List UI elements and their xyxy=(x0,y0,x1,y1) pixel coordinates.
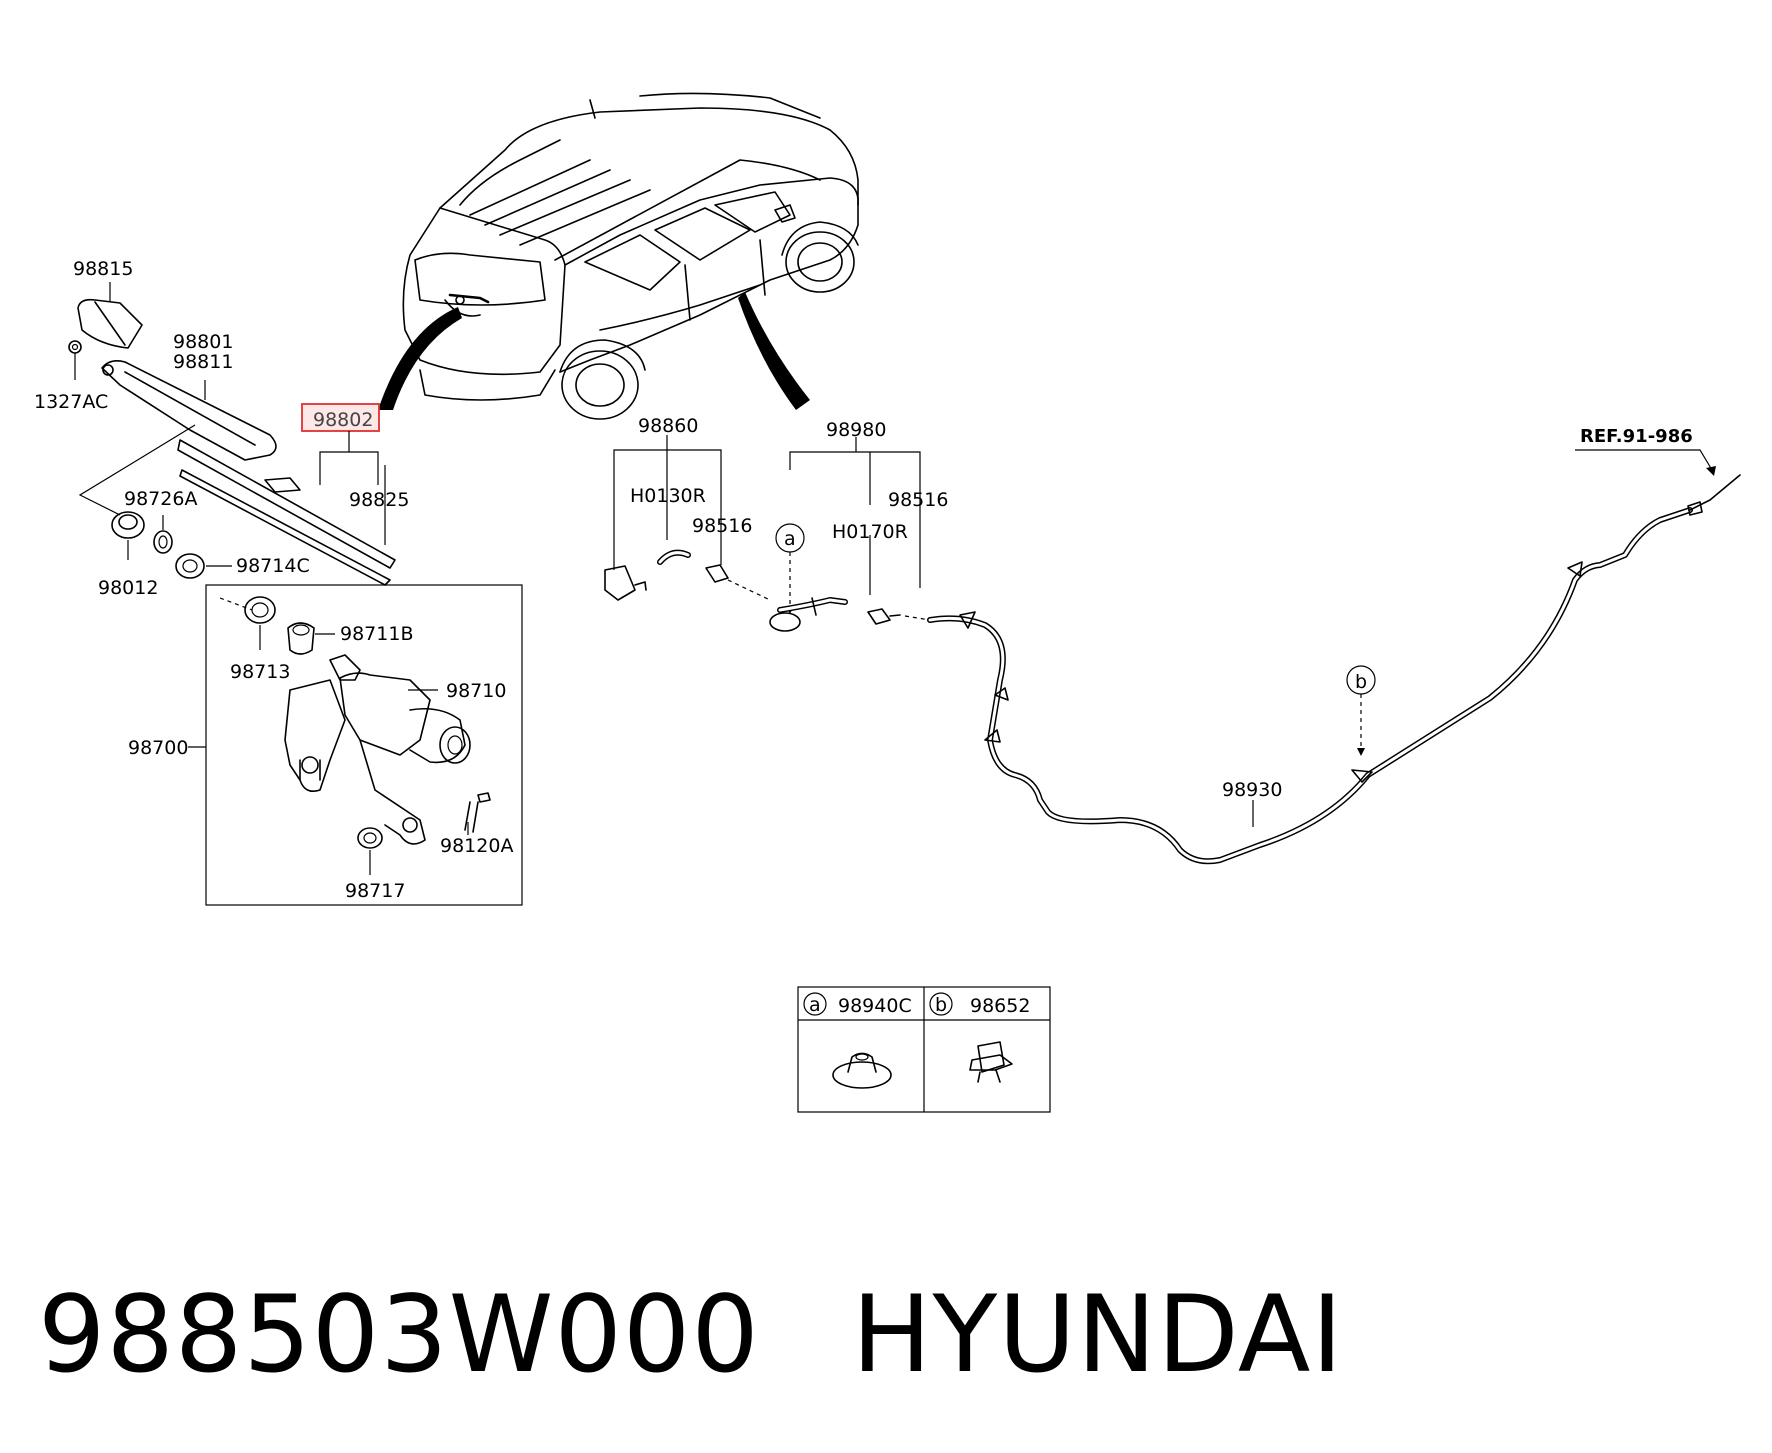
wiper-arm-group xyxy=(68,282,396,586)
label-98516-left: 98516 xyxy=(692,515,752,537)
label-98726A: 98726A xyxy=(124,488,197,510)
label-98980: 98980 xyxy=(826,419,886,441)
label-98713: 98713 xyxy=(230,661,290,683)
label-98811: 98811 xyxy=(173,351,233,373)
label-98802: 98802 xyxy=(313,409,373,431)
legend-a-part: 98940C xyxy=(838,995,912,1017)
footer-caption: 988503W000 HYUNDAI xyxy=(38,1270,1344,1400)
ref-label: REF.91-986 xyxy=(1580,426,1693,447)
legend-table xyxy=(797,986,1051,1113)
label-98815: 98815 xyxy=(73,258,133,280)
label-H0130R: H0130R xyxy=(630,485,706,507)
wiper-motor-group xyxy=(188,584,523,906)
label-98710: 98710 xyxy=(446,680,506,702)
label-98860: 98860 xyxy=(638,415,698,437)
legend-b-letter: b xyxy=(935,994,947,1016)
label-98714C: 98714C xyxy=(236,555,310,577)
washer-nozzle-group xyxy=(604,435,931,632)
washer-hose-98930 xyxy=(927,449,1741,865)
label-H0170R: H0170R xyxy=(832,521,908,543)
label-98801: 98801 xyxy=(173,331,233,353)
footer-part-number: 988503W000 xyxy=(38,1273,760,1396)
vehicle-illustration xyxy=(378,92,859,420)
label-1327AC: 1327AC xyxy=(34,391,108,413)
footer-brand: HYUNDAI xyxy=(851,1273,1344,1396)
label-98825: 98825 xyxy=(349,489,409,511)
label-98930: 98930 xyxy=(1222,779,1282,801)
label-98700: 98700 xyxy=(128,737,188,759)
callout-a: a xyxy=(784,528,796,550)
legend-a-letter: a xyxy=(809,994,821,1016)
label-98516-right: 98516 xyxy=(888,489,948,511)
label-98717: 98717 xyxy=(345,880,405,902)
label-98012: 98012 xyxy=(98,577,158,599)
label-98120A: 98120A xyxy=(440,835,513,857)
legend-b-part: 98652 xyxy=(970,995,1030,1017)
label-98711B: 98711B xyxy=(340,623,413,645)
highlight-box-98802 xyxy=(301,403,380,432)
callout-b: b xyxy=(1355,671,1367,693)
